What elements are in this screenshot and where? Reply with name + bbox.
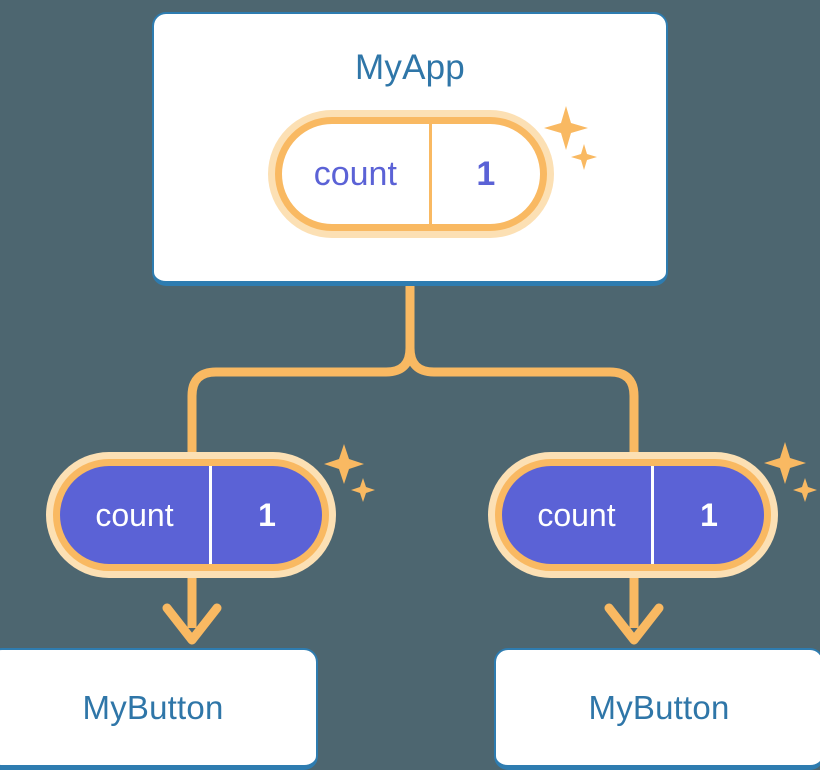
- child-state-pill-left-inner: count 1: [53, 459, 329, 571]
- child-card-title-left: MyButton: [82, 689, 224, 726]
- child-state-value-left: 1: [258, 497, 276, 533]
- branch-connector-left: [187, 281, 415, 457]
- child-state-key-right: count: [502, 466, 654, 564]
- arrow-down-icon-right: [604, 578, 664, 645]
- branch-connector-right: [405, 281, 639, 457]
- root-state-pill-inner: count 1: [275, 117, 547, 231]
- child-state-key-left: count: [60, 466, 212, 564]
- child-state-pill-right: count 1: [488, 452, 778, 578]
- root-state-key: count: [282, 124, 432, 224]
- child-card-title-right: MyButton: [588, 689, 730, 726]
- child-state-pill-right-inner: count 1: [495, 459, 771, 571]
- child-state-value-right: 1: [700, 497, 718, 533]
- arrow-down-icon-left: [162, 578, 222, 645]
- page-title: MyApp: [355, 48, 465, 87]
- child-component-card-left: MyButton: [0, 648, 318, 770]
- root-state-pill: count 1: [268, 110, 554, 238]
- child-state-pill-left: count 1: [46, 452, 336, 578]
- root-state-value: 1: [476, 155, 496, 193]
- child-component-card-right: MyButton: [494, 648, 820, 770]
